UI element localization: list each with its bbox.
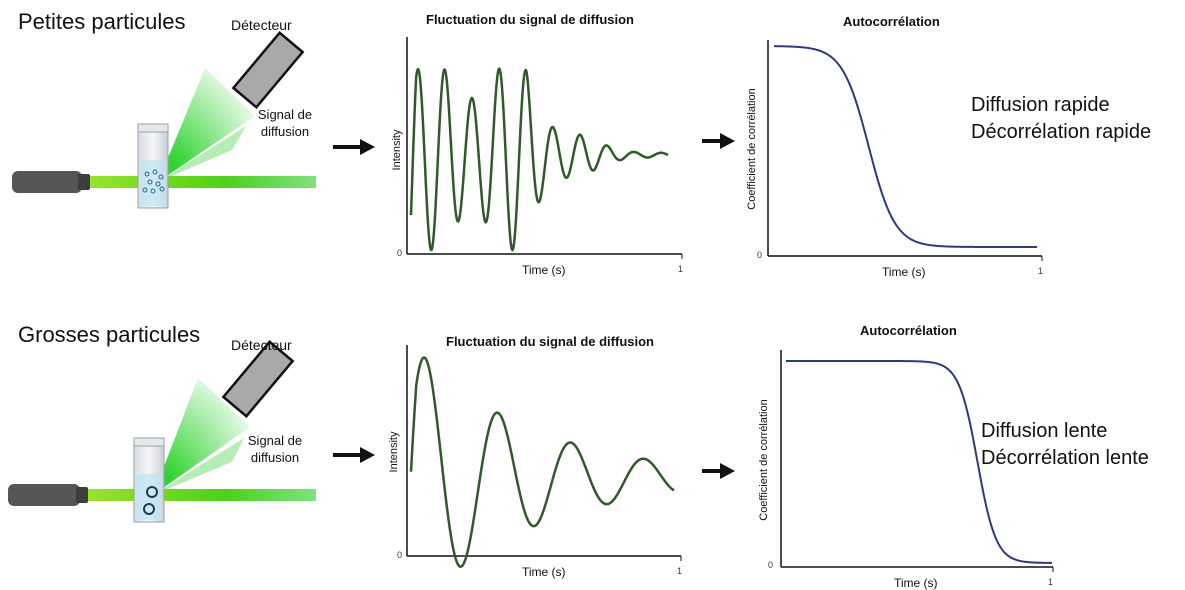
right-arrow-icon <box>333 139 375 155</box>
signal-label: Signal de diffusion <box>240 432 310 466</box>
setup-row-2 <box>8 340 375 523</box>
description-line2: Décorrélation rapide <box>971 121 1152 143</box>
scatter-cone <box>153 378 250 495</box>
autocorr-chart-row-1 <box>767 40 1043 261</box>
detector-label: Détecteur <box>231 17 292 33</box>
x-axis-label: Time (s) <box>522 263 566 277</box>
x-tick: 1 <box>678 264 684 274</box>
chart-title: Autocorrélation <box>843 14 940 29</box>
y-tick: 0 <box>768 560 774 570</box>
description-line1: Diffusion rapide <box>971 94 1110 116</box>
y-axis-label: Coefficient de corrélation <box>746 88 758 210</box>
x-axis-label: Time (s) <box>522 565 566 579</box>
signal-label-line2: diffusion <box>260 124 310 139</box>
chart-title: Fluctuation du signal de diffusion <box>446 334 654 349</box>
x-tick: 1 <box>1038 266 1044 276</box>
row-title: Petites particules <box>18 9 186 34</box>
intensity-chart-row-2 <box>406 345 682 568</box>
right-arrow-icon <box>702 463 735 479</box>
description-line2: Décorrélation lente <box>981 447 1149 469</box>
description: Diffusion rapide Décorrélation rapide <box>971 92 1151 146</box>
detector-icon <box>221 340 295 418</box>
y-axis-label: Intensity <box>391 129 403 171</box>
y-axis-label: Intensity <box>388 431 400 473</box>
description: Diffusion lente Décorrélation lente <box>981 418 1149 472</box>
y-axis-label: Coefficient de corrélation <box>758 399 770 521</box>
scatter-cone-2 <box>158 126 246 182</box>
x-axis-label: Time (s) <box>894 576 938 590</box>
large-particles <box>143 486 158 515</box>
signal-label-line1: Signal de <box>247 433 303 448</box>
x-axis-label: Time (s) <box>882 265 926 279</box>
laser-source-icon <box>8 484 88 506</box>
scatter-cone-2 <box>153 438 244 495</box>
signal-label-line2: diffusion <box>250 450 300 465</box>
detector-icon <box>231 31 305 109</box>
right-arrow-icon <box>702 133 735 149</box>
row-title: Grosses particules <box>18 322 201 347</box>
x-tick: 1 <box>1048 577 1054 587</box>
cuvette-icon <box>133 437 165 523</box>
laser-source-icon <box>12 171 90 193</box>
x-tick: 1 <box>677 566 683 576</box>
chart-title: Fluctuation du signal de diffusion <box>426 12 634 27</box>
right-arrow-icon <box>333 447 375 463</box>
signal-curve <box>409 66 669 252</box>
signal-label-line1: Signal de <box>257 107 313 122</box>
y-tick: 0 <box>757 250 763 260</box>
autocorr-chart-row-2 <box>780 350 1054 572</box>
signal-curve <box>409 356 675 568</box>
detector-label: Détecteur <box>231 337 292 353</box>
description-line1: Diffusion lente <box>981 420 1108 442</box>
signal-label: Signal de diffusion <box>250 106 320 140</box>
intensity-chart-row-1 <box>406 37 683 259</box>
cuvette-icon <box>137 123 169 209</box>
chart-title: Autocorrélation <box>860 323 957 338</box>
autocorrelation-curve <box>773 45 1037 248</box>
y-tick: 0 <box>397 550 403 560</box>
small-particles <box>142 169 165 194</box>
laser-beam <box>88 489 316 501</box>
y-tick: 0 <box>397 248 403 258</box>
autocorrelation-curve <box>786 360 1052 564</box>
scatter-cone <box>158 68 255 182</box>
laser-beam <box>88 176 316 188</box>
setup-row-1 <box>12 31 375 209</box>
